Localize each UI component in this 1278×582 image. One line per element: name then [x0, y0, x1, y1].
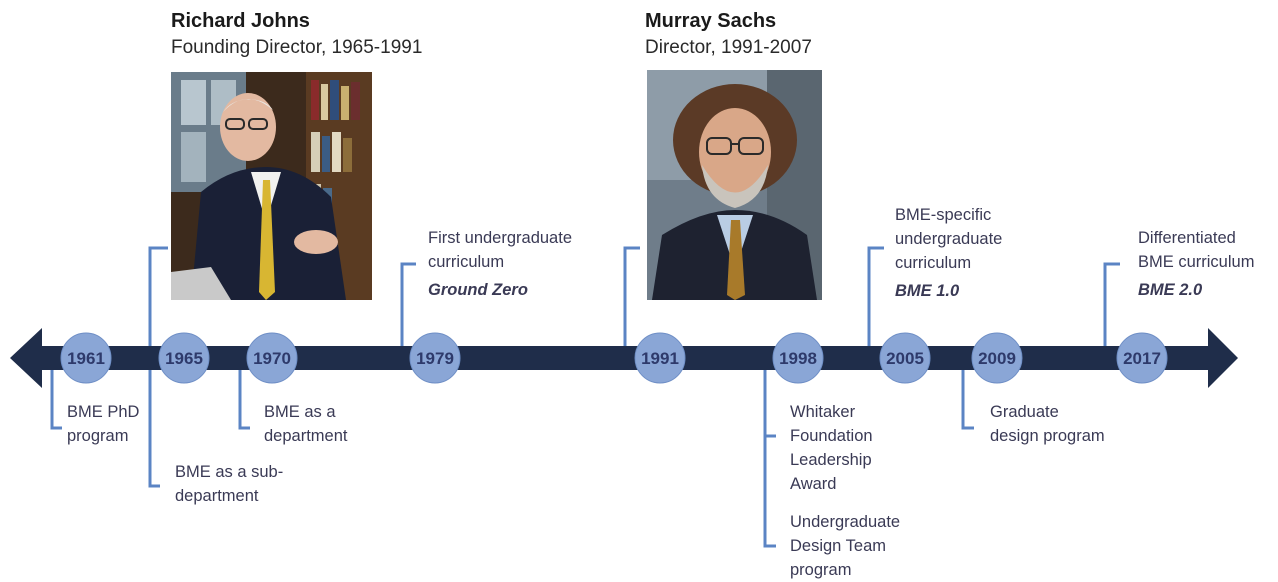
person-murray-sachs: Murray Sachs Director, 1991-2007 — [645, 10, 812, 59]
event-text: department — [175, 487, 259, 505]
event-text: BME curriculum — [1138, 253, 1255, 271]
event-1965: BME as a sub- department — [175, 460, 283, 508]
event-text: Undergraduate — [790, 513, 901, 531]
connector-1998 — [763, 350, 780, 548]
event-text: BME as a — [264, 403, 336, 421]
person-richard-johns: Richard Johns Founding Director, 1965-19… — [171, 10, 422, 59]
connector-1991 — [623, 246, 640, 354]
event-tag: BME 1.0 — [895, 282, 960, 300]
event-text: program — [790, 561, 852, 579]
event-text: Leadership — [790, 451, 872, 469]
portrait-murray-sachs — [647, 70, 822, 300]
year-label: 1991 — [641, 349, 679, 368]
year-label: 1961 — [67, 349, 105, 368]
event-tag: BME 2.0 — [1138, 281, 1203, 299]
event-text: undergraduate — [895, 230, 1003, 248]
connector-2005 — [867, 246, 884, 354]
year-markers: 1961 1965 1970 1979 1991 1998 2005 2009 … — [60, 332, 1168, 384]
event-text: BME-specific — [895, 206, 992, 224]
year-marker-1970: 1970 — [246, 332, 298, 384]
event-text: First undergraduate — [428, 229, 572, 247]
event-text: BME PhD — [67, 403, 140, 421]
year-label: 2017 — [1123, 349, 1161, 368]
year-marker-2005: 2005 — [879, 332, 931, 384]
year-marker-1998: 1998 — [772, 332, 824, 384]
year-label: 1979 — [416, 349, 454, 368]
person-name: Murray Sachs — [645, 10, 777, 32]
year-marker-1991: 1991 — [634, 332, 686, 384]
person-role: Founding Director, 1965-1991 — [171, 37, 423, 58]
event-text: design program — [990, 427, 1105, 445]
event-1970: BME as a department — [264, 400, 347, 448]
event-text: curriculum — [895, 254, 972, 272]
event-text: Award — [790, 475, 837, 493]
portrait-richard-johns — [171, 72, 372, 300]
event-text: Foundation — [790, 427, 873, 445]
event-text: curriculum — [428, 253, 505, 271]
year-label: 2005 — [886, 349, 924, 368]
year-label: 1965 — [165, 349, 203, 368]
event-text: Whitaker — [790, 403, 856, 421]
person-role: Director, 1991-2007 — [645, 37, 812, 58]
timeline-arrow — [10, 328, 1238, 388]
event-tag: Ground Zero — [428, 281, 528, 299]
year-label: 2009 — [978, 349, 1016, 368]
year-marker-2009: 2009 — [971, 332, 1023, 384]
year-label: 1970 — [253, 349, 291, 368]
year-marker-1979: 1979 — [409, 332, 461, 384]
event-2009: Graduate design program — [990, 400, 1105, 448]
year-marker-1961: 1961 — [60, 332, 112, 384]
event-1979: First undergraduate curriculum Ground Ze… — [428, 226, 572, 302]
event-1998-design-team: Undergraduate Design Team program — [790, 510, 900, 582]
event-2005: BME-specific undergraduate curriculum BM… — [895, 203, 1002, 303]
event-text: BME as a sub- — [175, 463, 284, 481]
event-2017: Differentiated BME curriculum BME 2.0 — [1138, 226, 1254, 302]
event-1998-award: Whitaker Foundation Leadership Award — [790, 400, 873, 496]
event-text: department — [264, 427, 348, 445]
person-name: Richard Johns — [171, 10, 310, 32]
event-text: program — [67, 427, 129, 445]
event-1961: BME PhD program — [67, 400, 139, 448]
connector-2017 — [1103, 262, 1120, 354]
year-marker-2017: 2017 — [1116, 332, 1168, 384]
year-label: 1998 — [779, 349, 817, 368]
connector-1979 — [400, 262, 416, 354]
event-text: Graduate — [990, 403, 1059, 421]
event-text: Design Team — [790, 537, 886, 555]
event-text: Differentiated — [1138, 229, 1236, 247]
year-marker-1965: 1965 — [158, 332, 210, 384]
